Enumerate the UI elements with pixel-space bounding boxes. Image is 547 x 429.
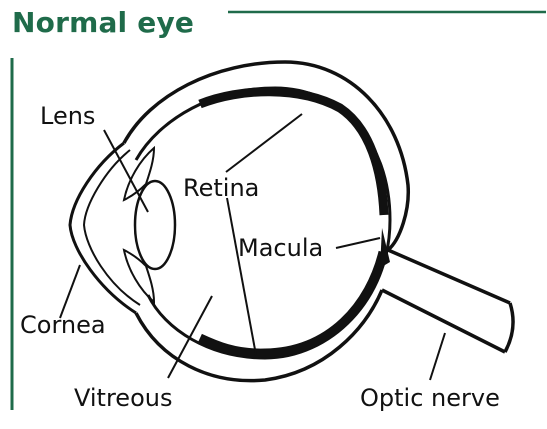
label-retina: Retina	[183, 174, 259, 202]
iris-lower	[124, 250, 154, 302]
retina-band-bottom	[200, 252, 383, 353]
optic-nerve-tube	[382, 250, 510, 352]
label-lens: Lens	[40, 102, 95, 130]
lens-shape	[135, 181, 175, 269]
label-optic-nerve: Optic nerve	[360, 384, 500, 412]
label-cornea: Cornea	[20, 311, 106, 339]
leader-optic-nerve	[430, 333, 445, 380]
optic-nerve-end	[505, 303, 513, 352]
label-vitreous: Vitreous	[74, 384, 172, 412]
sclera-outer	[124, 62, 408, 381]
leader-retina-top	[226, 114, 302, 172]
label-macula: Macula	[238, 234, 323, 262]
cornea-outer	[70, 143, 136, 313]
diagram-title: Normal eye	[12, 6, 194, 39]
leader-retina-bottom	[227, 198, 256, 355]
leader-macula	[336, 238, 380, 248]
